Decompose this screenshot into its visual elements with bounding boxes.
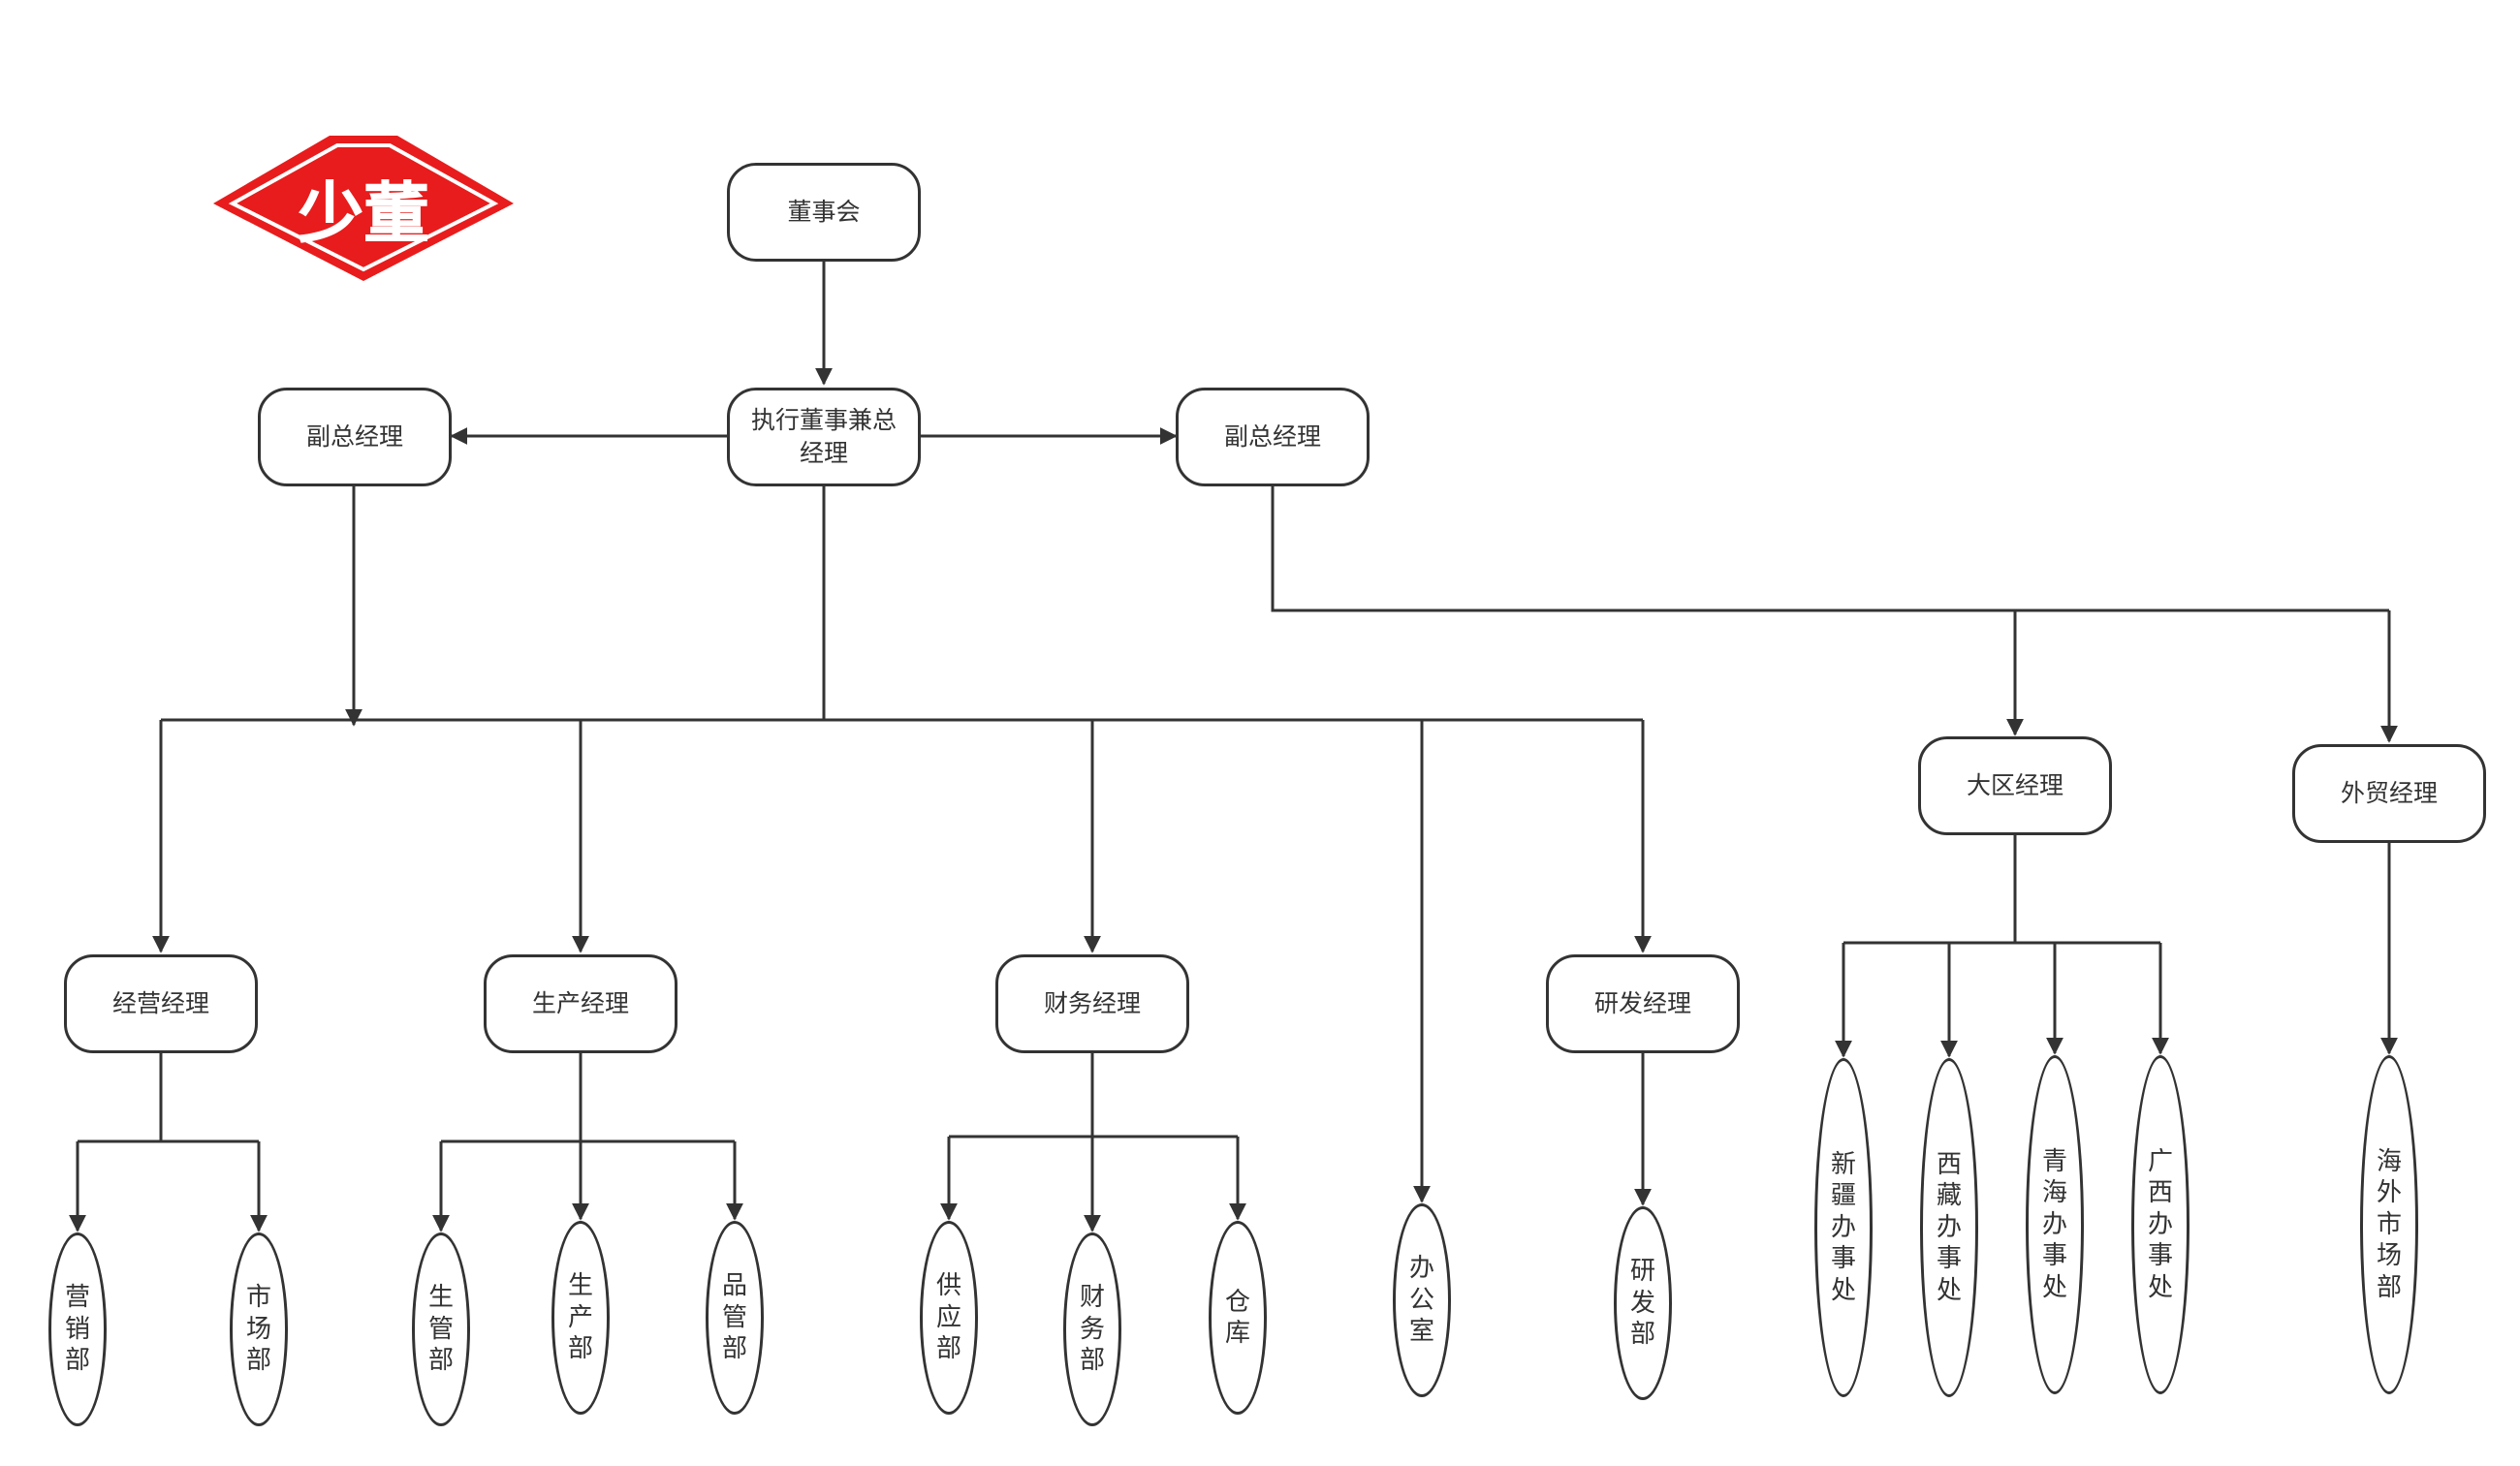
node-rd-dept: 研发部 — [1614, 1206, 1672, 1400]
node-tibet-office: 西藏办事处 — [1920, 1058, 1978, 1397]
node-qc-dept: 品管部 — [706, 1221, 764, 1415]
node-sales-dept: 营销部 — [48, 1232, 107, 1426]
node-supply-dept-label: 供应部 — [935, 1271, 961, 1364]
node-qinghai-office-label: 青海办事处 — [2041, 1146, 2067, 1302]
node-office-label: 办公室 — [1408, 1254, 1434, 1347]
node-region-manager: 大区经理 — [1918, 736, 2112, 835]
node-qinghai-office: 青海办事处 — [2026, 1055, 2084, 1394]
node-tibet-office-label: 西藏办事处 — [1936, 1149, 1962, 1305]
node-xinjiang-office-label: 新疆办事处 — [1830, 1149, 1856, 1305]
node-guangxi-office: 广西办事处 — [2131, 1055, 2189, 1394]
logo-text: 少董 — [298, 176, 429, 253]
node-rd-dept-label: 研发部 — [1629, 1257, 1655, 1350]
node-board: 董事会 — [727, 163, 921, 262]
node-ops-manager: 经营经理 — [64, 954, 258, 1053]
node-overseas-dept-label: 海外市场部 — [2376, 1146, 2402, 1302]
node-sales-dept-label: 营销部 — [64, 1283, 90, 1376]
node-guangxi-office-label: 广西办事处 — [2147, 1146, 2173, 1302]
node-prodmgmt-dept-label: 生管部 — [427, 1283, 454, 1376]
node-market-dept-label: 市场部 — [245, 1283, 271, 1376]
node-prodmgmt-dept: 生管部 — [412, 1232, 470, 1426]
edge-ops-bus — [78, 1051, 259, 1143]
node-finance-dept: 财务部 — [1063, 1232, 1121, 1426]
node-market-dept: 市场部 — [230, 1232, 288, 1426]
edge-vp-right-bus — [1271, 486, 2389, 612]
node-trade-manager: 外贸经理 — [2292, 744, 2486, 843]
node-vp-left: 副总经理 — [258, 388, 452, 486]
node-rd-manager: 研发经理 — [1546, 954, 1740, 1053]
node-ceo: 执行董事兼总经理 — [727, 388, 921, 486]
node-qc-dept-label: 品管部 — [721, 1271, 747, 1364]
node-warehouse: 仓库 — [1209, 1221, 1267, 1415]
company-logo: 少董 — [213, 136, 514, 281]
node-office: 办公室 — [1393, 1203, 1451, 1397]
node-vp-right: 副总经理 — [1176, 388, 1370, 486]
logo-inner-shape — [228, 143, 499, 272]
node-overseas-dept: 海外市场部 — [2360, 1055, 2418, 1394]
node-production-dept: 生产部 — [551, 1221, 610, 1415]
node-prod-manager: 生产经理 — [484, 954, 677, 1053]
node-finance-dept-label: 财务部 — [1079, 1283, 1105, 1376]
node-fin-manager: 财务经理 — [995, 954, 1189, 1053]
node-warehouse-label: 仓库 — [1224, 1287, 1250, 1349]
node-supply-dept: 供应部 — [920, 1221, 978, 1415]
node-production-dept-label: 生产部 — [567, 1271, 593, 1364]
node-xinjiang-office: 新疆办事处 — [1814, 1058, 1873, 1397]
